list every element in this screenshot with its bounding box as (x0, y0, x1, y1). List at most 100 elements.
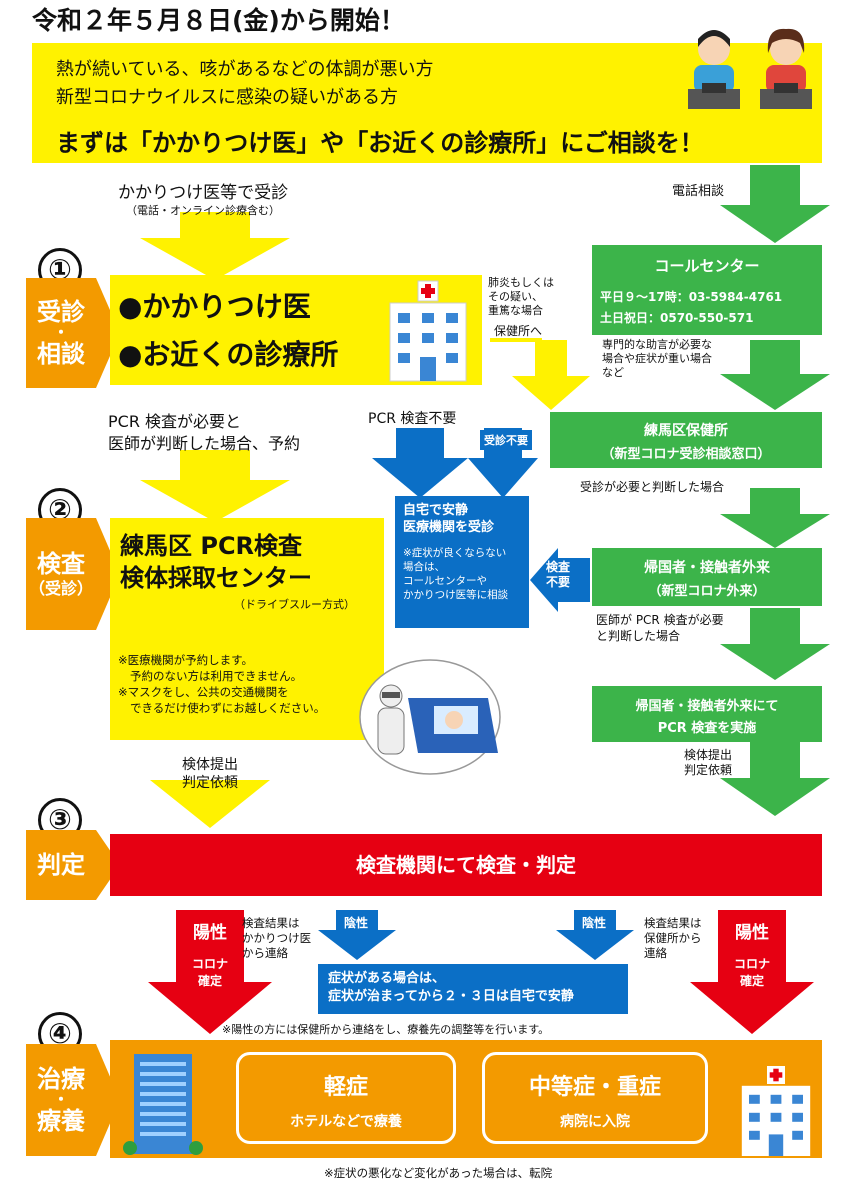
result-right-line-3: 連絡 (644, 946, 702, 961)
to-health-center-label: 保健所へ (494, 322, 542, 339)
pcr-center-notes: ※医療機関が予約します。 予約のない方は利用できません。 ※マスクをし、公共の交… (118, 652, 325, 716)
result-right-line-2: 保健所から (644, 931, 702, 946)
step-4-label-dot: ・ (53, 1094, 69, 1106)
pneumonia-note-line-1: 肺炎もしくは (488, 276, 554, 290)
home-rest-panel: 自宅で安静 医療機関を受診 ※症状が良くならない 場合は、 コールセンターや か… (395, 496, 529, 628)
severe-sub: 病院に入院 (485, 1111, 705, 1131)
home-rest-line-2: 医療機関を受診 (403, 519, 521, 536)
consult-call: まずは「かかりつけ医」や「お近くの診療所」にご相談を！ (56, 123, 704, 158)
arrow-clinic-route (140, 212, 290, 280)
visit-needed-label: 受診が必要と判断した場合 (580, 478, 724, 495)
pcr-needed-line-1: PCR 検査が必要と (108, 408, 241, 432)
positive-left-label: 陽性 コロナ 確定 (182, 918, 238, 989)
outpatient-line-1: 帰国者・接触者外来 (592, 557, 822, 577)
treatment-panel: 軽症 ホテルなどで療養 中等症・重症 病院に入院 (110, 1040, 822, 1158)
arrow-specimen-right (720, 740, 830, 816)
mild-case-box: 軽症 ホテルなどで療養 (236, 1052, 456, 1144)
step-2-label-bottom: （受診） (29, 579, 93, 599)
result-left-line-2: かかりつけ医 (242, 931, 311, 946)
pcr-needed-line-2: 医師が判断した場合、予約 (108, 430, 300, 454)
drive-through-label: （ドライブスルー方式） (234, 596, 355, 612)
home-rest-note-1: ※症状が良くならない (403, 546, 521, 560)
step-3-label: 判定 (26, 830, 96, 900)
step-1-label: 受診 ・ 相談 (26, 280, 96, 386)
call-center-panel: コールセンター 平日９～17時：03-5984-4761 土日祝日：0570-5… (592, 245, 822, 335)
drive-through-test-icon (358, 658, 502, 776)
home-rest-note-3: コールセンターや (403, 574, 521, 588)
hotel-building-icon (124, 1054, 204, 1158)
exam-not-needed-line-1: 検査 (546, 560, 570, 575)
doctor-pcr-note-line-2: と判断した場合 (596, 628, 724, 644)
doctor-line-2: ●お近くの診療所 (118, 333, 338, 373)
positive-right-label: 陽性 コロナ 確定 (724, 918, 780, 989)
pcr-not-needed-label: PCR 検査不要 (368, 408, 456, 428)
symptom-rest-panel: 症状がある場合は、 症状が治まってから２・３日は自宅で安静 (318, 964, 628, 1014)
covid-confirmed-right-2: 確定 (724, 972, 780, 989)
call-center-holiday: 土日祝日：0570-550-571 (592, 309, 822, 326)
mild-title: 軽症 (239, 1069, 453, 1101)
doctor-pcr-note: 医師が PCR 検査が必要 と判断した場合 (596, 612, 724, 644)
severe-title: 中等症・重症 (485, 1069, 705, 1101)
severe-case-box: 中等症・重症 病院に入院 (482, 1052, 708, 1144)
clinic-route-label: かかりつけ医等で受診 (118, 178, 288, 203)
arrow-pcr-not-needed (372, 428, 468, 498)
negative-left-label: 陰性 (344, 914, 368, 931)
page-title: 令和２年５月８日(金)から開始！ (32, 6, 405, 36)
doctor-line-1: ●かかりつけ医 (118, 285, 311, 325)
judgement-banner: 検査機関にて検査・判定 (110, 834, 822, 896)
pcr-center-line-1: 練馬区 PCR検査 (120, 526, 302, 561)
pneumonia-note-line-3: 重篤な場合 (488, 304, 554, 318)
phone-consult-label: 電話相談 (672, 180, 724, 199)
call-center-title: コールセンター (592, 255, 822, 276)
step-4-label: 治療 ・ 療養 (26, 1048, 96, 1152)
specimen-right-note: 検体提出 判定依頼 (684, 748, 732, 778)
arrow-call-center-down (720, 340, 830, 410)
outpatient-pcr-panel: 帰国者・接触者外来にて PCR 検査を実施 (592, 686, 822, 742)
symptom-line-2: 新型コロナウイルスに感染の疑いがある方 (56, 83, 398, 109)
home-rest-note-4: かかりつけ医等に相談 (403, 588, 521, 602)
outpatient-pcr-line-2: PCR 検査を実施 (592, 717, 822, 736)
health-center-line-2: （新型コロナ受診相談窓口） (550, 443, 822, 462)
pcr-center-note-4: できるだけ使わずにお越しください。 (118, 700, 325, 716)
health-center-line-1: 練馬区保健所 (550, 420, 822, 440)
result-left-line-3: から連絡 (242, 946, 311, 961)
exam-not-needed-line-2: 不要 (546, 575, 570, 590)
to-health-center-line (490, 338, 560, 378)
mild-sub: ホテルなどで療養 (239, 1111, 453, 1131)
outpatient-panel: 帰国者・接触者外来 （新型コロナ外来） (592, 548, 822, 606)
result-right-note: 検査結果は 保健所から 連絡 (644, 916, 702, 961)
arrow-phone-consult (720, 165, 830, 243)
no-visit-needed-label: 受診不要 (480, 430, 532, 450)
advice-note-line-3: など (602, 366, 712, 380)
hospital-building-icon (738, 1066, 814, 1156)
exam-not-needed-label: 検査 不要 (546, 560, 570, 590)
result-left-line-1: 検査結果は (242, 916, 311, 931)
doctor-panel: ●かかりつけ医 ●お近くの診療所 (110, 275, 482, 385)
symptom-line-1: 熱が続いている、咳があるなどの体調が悪い方 (56, 55, 433, 81)
phone-operator-female-icon (756, 25, 816, 110)
pcr-center-panel: 練馬区 PCR検査 検体採取センター （ドライブスルー方式） ※医療機関が予約し… (110, 518, 384, 740)
step-2-label-top: 検査 (37, 549, 85, 579)
hospital-building-icon (388, 281, 468, 381)
call-center-weekday: 平日９～17時：03-5984-4761 (592, 288, 822, 305)
covid-confirmed-right-1: コロナ (724, 955, 780, 972)
pcr-center-note-1: ※医療機関が予約します。 (118, 652, 325, 668)
advice-note-line-2: 場合や症状が重い場合 (602, 352, 712, 366)
result-right-line-1: 検査結果は (644, 916, 702, 931)
step-1-label-bottom: 相談 (37, 339, 85, 369)
covid-confirmed-left-2: 確定 (182, 972, 238, 989)
step-1-label-dot: ・ (53, 327, 69, 339)
outpatient-pcr-line-1: 帰国者・接触者外来にて (592, 695, 822, 714)
step-4-label-bottom: 療養 (37, 1106, 85, 1136)
symptom-rest-line-2: 症状が治まってから２・３日は自宅で安静 (328, 988, 618, 1006)
covid-confirmed-left-1: コロナ (182, 955, 238, 972)
positive-left-title: 陽性 (182, 918, 238, 943)
pneumonia-note-line-2: その疑い、 (488, 290, 554, 304)
specimen-right-line-1: 検体提出 (684, 748, 732, 763)
home-rest-note-2: 場合は、 (403, 560, 521, 574)
home-rest-line-1: 自宅で安静 (403, 502, 521, 519)
positive-right-title: 陽性 (724, 918, 780, 943)
step-2-label: 検査 （受診） (26, 522, 96, 626)
specimen-left-line-2: 判定依頼 (160, 774, 260, 792)
clinic-route-note: （電話・オンライン診療含む） (126, 202, 280, 218)
